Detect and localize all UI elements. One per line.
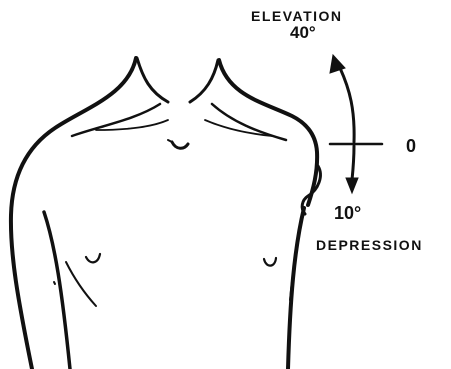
right-shoulder-outline bbox=[219, 60, 317, 205]
neck-right-outline bbox=[190, 60, 218, 102]
elevation-arc bbox=[340, 68, 354, 142]
right-chest-side bbox=[290, 240, 298, 300]
elevation-label: ELEVATION bbox=[251, 9, 343, 23]
elevation-degrees-label: 40° bbox=[290, 24, 316, 41]
sternal-notch-tick bbox=[168, 140, 172, 142]
left-shoulder-outline bbox=[11, 58, 136, 369]
depression-degrees-label: 10° bbox=[334, 204, 361, 222]
left-nipple-mark bbox=[86, 254, 100, 262]
elevation-arrowhead bbox=[330, 55, 345, 73]
sternal-notch-mark bbox=[172, 142, 188, 148]
left-axilla-outline bbox=[44, 212, 70, 369]
stray-mark bbox=[54, 282, 55, 284]
left-chest-side bbox=[66, 262, 96, 306]
neck-left-outline bbox=[137, 58, 168, 102]
right-nipple-mark bbox=[264, 258, 276, 266]
depression-label: DEPRESSION bbox=[316, 238, 423, 252]
depression-arc bbox=[352, 146, 354, 180]
depression-arrowhead bbox=[346, 178, 358, 193]
neutral-zero-label: 0 bbox=[406, 137, 416, 155]
